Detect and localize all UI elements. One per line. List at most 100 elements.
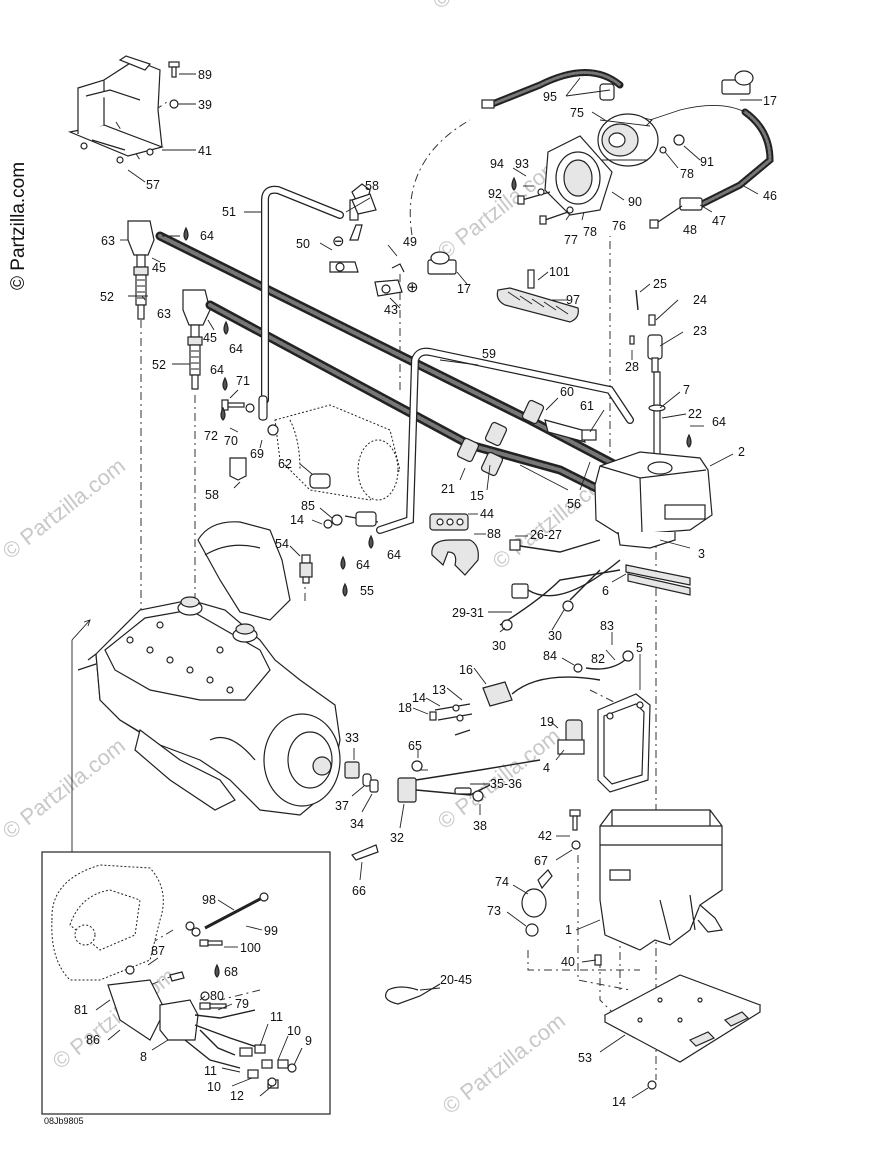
callout-53: 53	[578, 1051, 592, 1065]
block-44	[429, 513, 469, 531]
callout-38: 38	[473, 819, 487, 833]
callout-83: 83	[600, 619, 614, 633]
callout-94: 94	[490, 157, 504, 171]
callout-35-36: 35-36	[490, 777, 522, 791]
callout-80: 80	[210, 989, 224, 1003]
oil-tank-2	[594, 451, 713, 549]
callout-23: 23	[693, 324, 707, 338]
oil-drop-icon	[340, 555, 346, 570]
callout-54: 54	[275, 537, 289, 551]
callout-17: 17	[763, 94, 777, 108]
callout-47: 47	[712, 214, 726, 228]
callout-61: 61	[580, 399, 594, 413]
callout-5: 5	[636, 641, 643, 655]
callout-10: 10	[207, 1080, 221, 1094]
watermark-side: © Partzilla.com	[8, 162, 29, 290]
callout-88: 88	[487, 527, 501, 541]
watermark: © Partzilla.com	[428, 0, 560, 14]
callout-21: 21	[441, 482, 455, 496]
washer-65	[411, 760, 423, 772]
callout-plus: ⊕	[406, 279, 419, 296]
cap-58-top	[351, 193, 377, 215]
washers-85-14	[323, 511, 379, 529]
callout-51: 51	[222, 205, 236, 219]
clamp-88	[431, 539, 479, 576]
oil-drop-icon	[368, 534, 374, 549]
callout-22: 22	[688, 407, 702, 421]
callout-67: 67	[534, 854, 548, 868]
screw-89	[168, 61, 180, 78]
callout-50: 50	[296, 237, 310, 251]
callout-20-45: 20-45	[440, 973, 472, 987]
screw-77	[539, 206, 574, 225]
callout-55: 55	[360, 584, 374, 598]
callout-29-31: 29-31	[452, 606, 484, 620]
washer-39	[169, 99, 179, 109]
bolt-42	[569, 809, 581, 831]
callout-52: 52	[152, 358, 166, 372]
callout-64: 64	[356, 558, 370, 572]
callout-56: 56	[567, 497, 581, 511]
callout-10: 10	[287, 1024, 301, 1038]
oil-drop-icon	[342, 582, 348, 597]
callout-101: 101	[549, 265, 570, 279]
oil-drop-icons	[183, 226, 692, 978]
plug-cap-63-upper	[127, 220, 155, 268]
callout-33: 33	[345, 731, 359, 745]
callout-41: 41	[198, 144, 212, 158]
callout-87: 87	[151, 944, 165, 958]
cable-46	[643, 105, 774, 229]
callout-14: 14	[290, 513, 304, 527]
callout-12: 12	[230, 1089, 244, 1103]
oil-drop-icon	[686, 433, 692, 448]
callout-92: 92	[488, 187, 502, 201]
callout-98: 98	[202, 893, 216, 907]
callout-45: 45	[152, 261, 166, 275]
callout-64: 64	[387, 548, 401, 562]
callout-84: 84	[543, 649, 557, 663]
callout-minus: ⊖	[332, 233, 345, 250]
callout-43: 43	[384, 303, 398, 317]
tie-20-45	[385, 983, 441, 1005]
cap-17-upper	[721, 70, 754, 95]
callout-labels: 89 39 41 57 95 17 75 91 94 93 92 78 90 4…	[44, 68, 777, 1126]
callout-40: 40	[561, 955, 575, 969]
callout-11: 11	[270, 1010, 283, 1024]
callout-93: 93	[515, 157, 529, 171]
callout-44: 44	[480, 507, 494, 521]
nut-14-bottom	[647, 1080, 657, 1090]
callout-28: 28	[625, 360, 639, 374]
cap-62	[309, 473, 331, 489]
callout-64: 64	[229, 342, 243, 356]
callout-91: 91	[700, 155, 714, 169]
plug-cap-63-lower	[182, 289, 211, 338]
nut-91	[673, 134, 685, 146]
inset-box	[41, 851, 331, 1115]
callout-68: 68	[224, 965, 238, 979]
callout-64: 64	[712, 415, 726, 429]
callout-18: 18	[398, 701, 412, 715]
callout-17: 17	[457, 282, 471, 296]
drawing-code: 08Jb9805	[44, 1116, 84, 1126]
callout-14: 14	[612, 1095, 626, 1109]
battery-1	[599, 809, 723, 951]
washer-67	[571, 840, 581, 850]
engine	[77, 521, 341, 816]
callout-70: 70	[224, 434, 238, 448]
battery-bracket	[67, 55, 164, 164]
connector-32	[397, 759, 541, 803]
screws-92-93-94	[511, 176, 551, 205]
callout-58: 58	[205, 488, 219, 502]
callout-16: 16	[459, 663, 473, 677]
oil-drop-icon	[222, 376, 228, 391]
callout-72: 72	[204, 429, 218, 443]
callout-79: 79	[235, 997, 249, 1011]
callout-6: 6	[602, 584, 609, 598]
callout-62: 62	[278, 457, 292, 471]
oil-drop-icon	[183, 226, 189, 241]
callout-49: 49	[403, 235, 417, 249]
callout-9: 9	[305, 1034, 312, 1048]
callout-99: 99	[264, 924, 278, 938]
harness	[499, 539, 621, 631]
callout-73: 73	[487, 904, 501, 918]
